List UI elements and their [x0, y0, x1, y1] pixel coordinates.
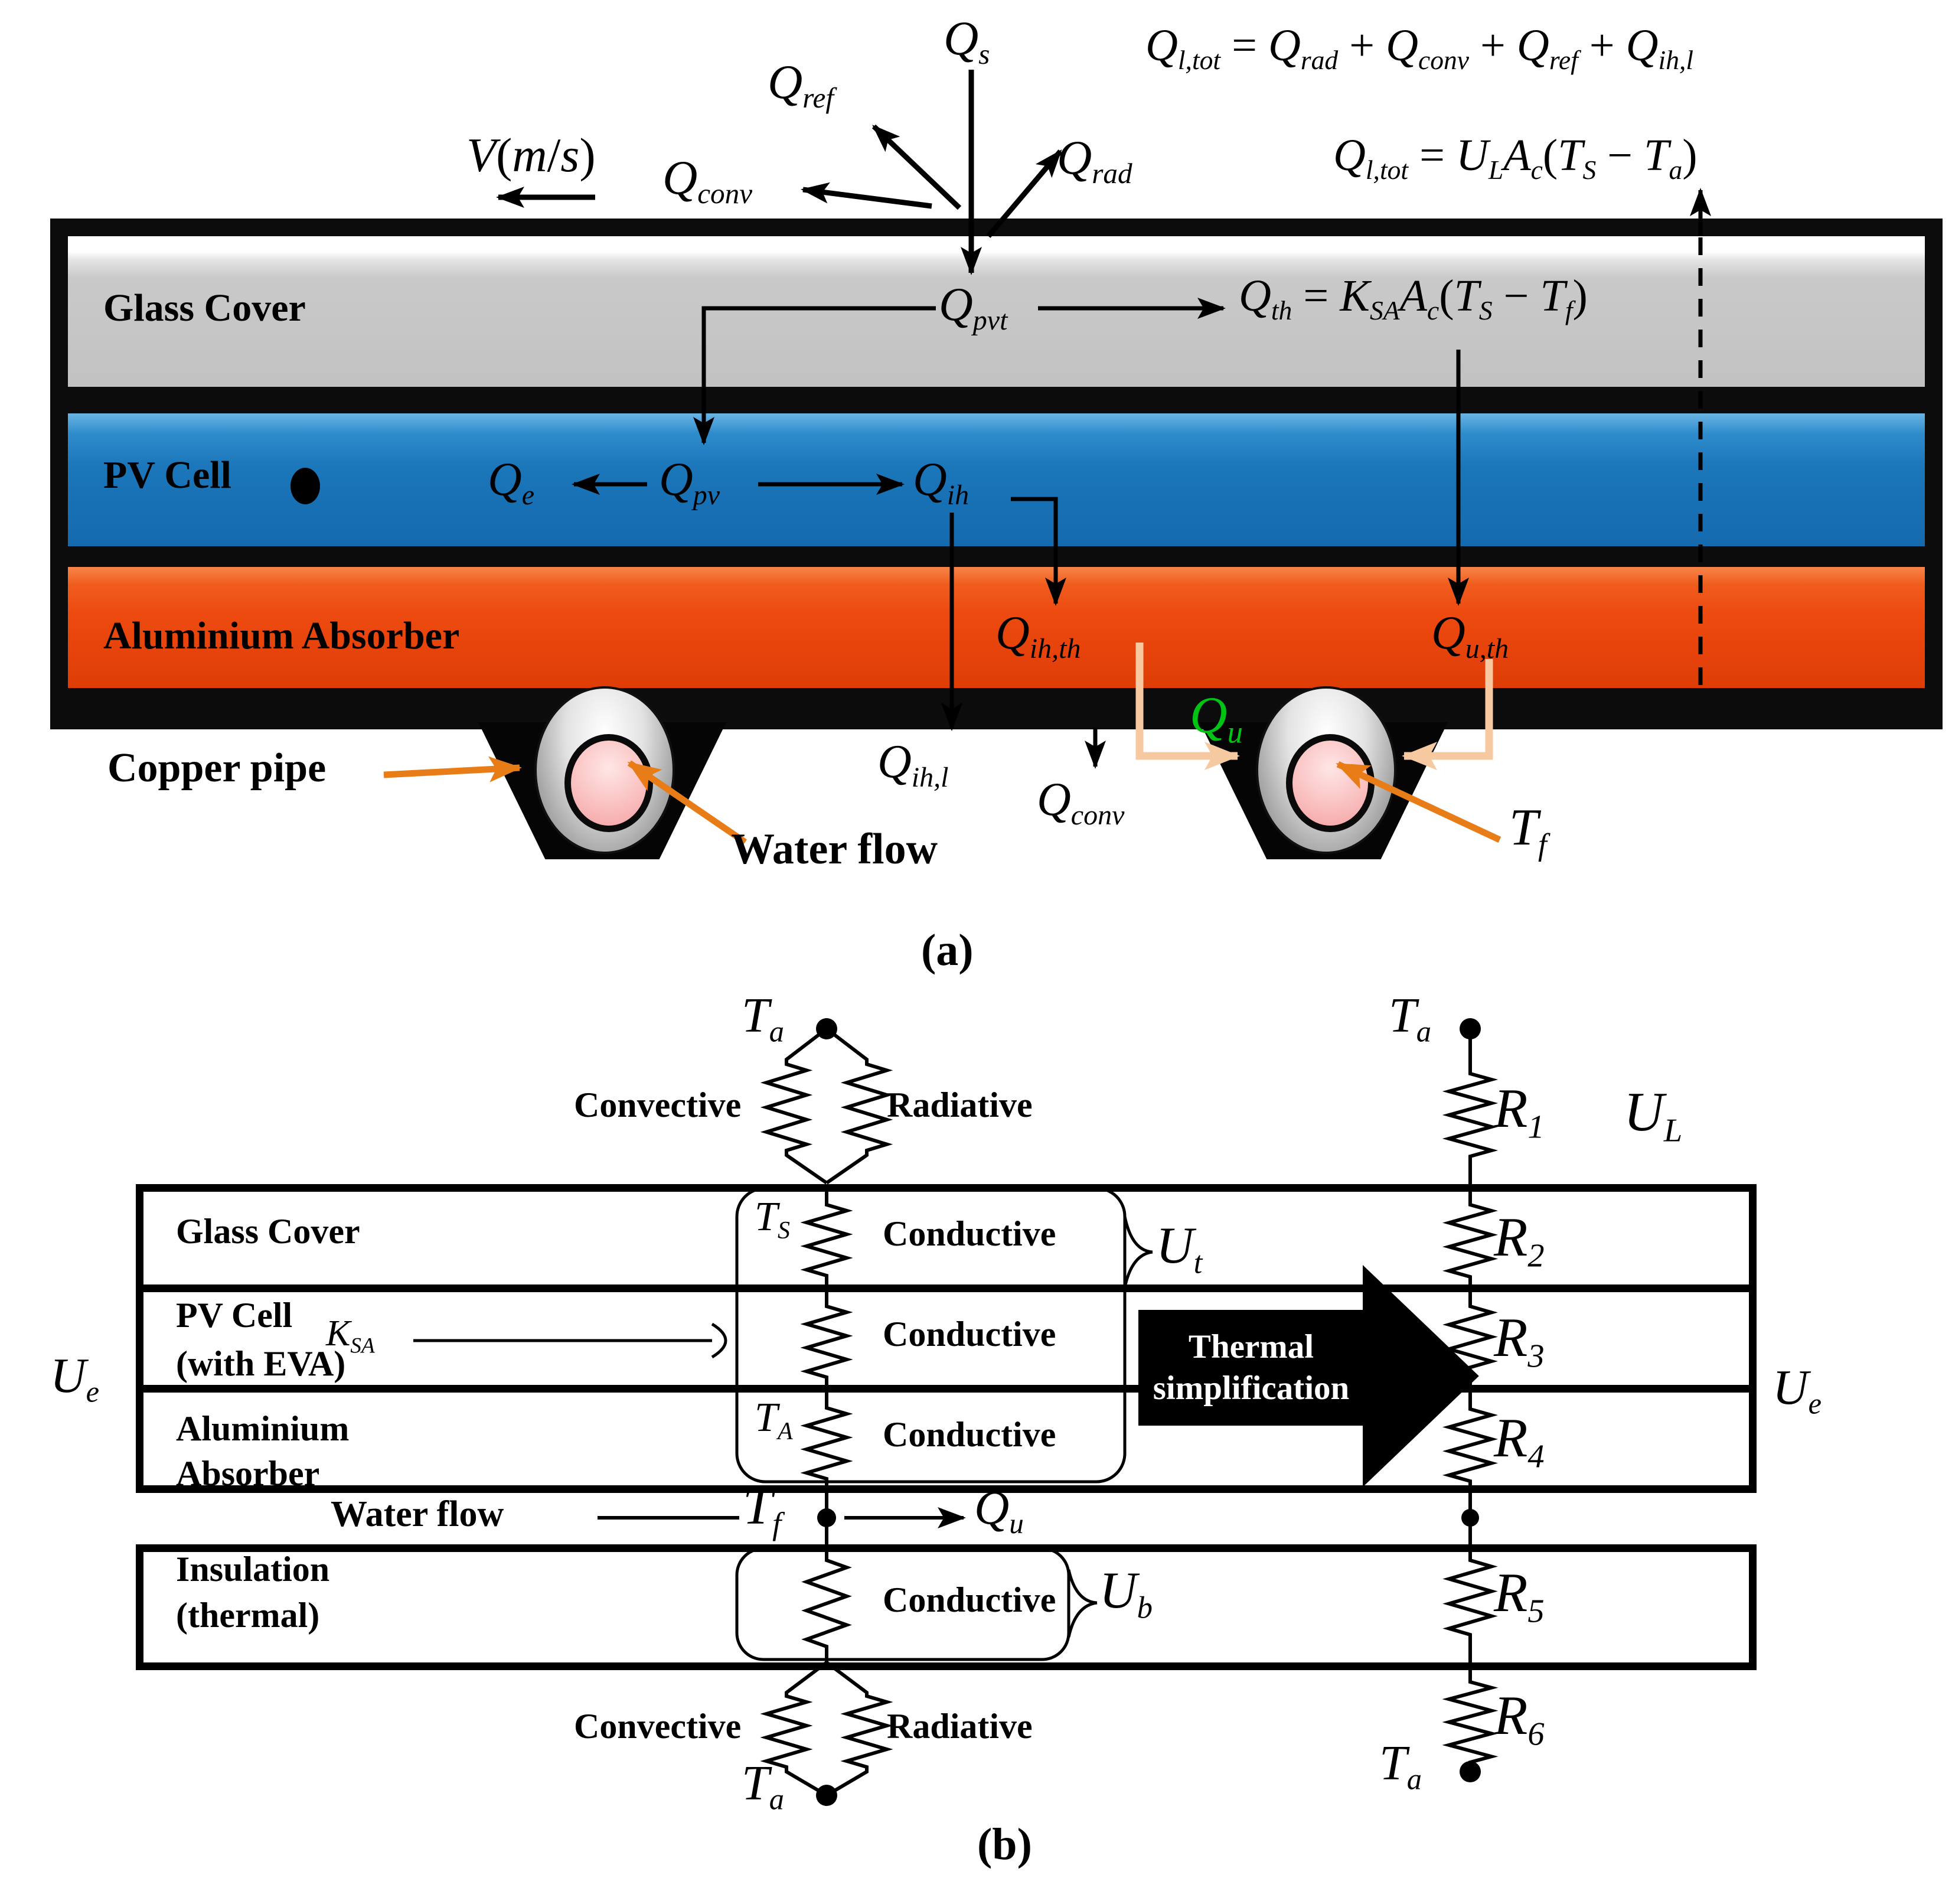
qconv-bottom-label: Qconv [1037, 774, 1125, 831]
tA-node-label: TA [755, 1395, 793, 1445]
glass-cover-label: Glass Cover [103, 286, 306, 330]
radiative-top-label: Radiative [887, 1085, 1033, 1124]
ta-bottom-left-node [816, 1785, 837, 1806]
row-glass-label: Glass Cover [176, 1212, 360, 1251]
ta-top-left-node [816, 1018, 837, 1039]
caption-a: (a) [921, 925, 974, 975]
convective-top-label: Convective [574, 1085, 742, 1124]
table-line-top [136, 1184, 1757, 1192]
qih-label: Qih [913, 454, 970, 511]
tf-node-label: Tf [743, 1477, 782, 1541]
thermal-simplification-arrow: Thermal simplification [1138, 1310, 1364, 1426]
central-conductive-chain [800, 1184, 853, 1662]
ta-bottom-left-label: Ta [742, 1756, 784, 1816]
qref-label: Qref [768, 55, 834, 115]
table-line-abs-bottom [136, 1485, 1757, 1493]
equation-loss-total: Ql,tot = Qrad + Qconv + Qref + Qih,l [1145, 21, 1694, 76]
simplified-chain [1442, 1029, 1499, 1772]
water-flow-label: Water flow [731, 825, 938, 873]
convective-bottom-label: Convective [574, 1707, 742, 1746]
tf-node [817, 1508, 836, 1527]
equation-loss-ul: Ql,tot = ULAc(TS − Ta) [1333, 131, 1698, 185]
table-border-left-ins [136, 1544, 143, 1670]
conductive-glass-label: Conductive [883, 1214, 1056, 1253]
qs-label: Qs [944, 11, 990, 71]
copper-pipe-arrow [383, 756, 522, 783]
ta-bottom-right-label: Ta [1379, 1736, 1422, 1796]
qe-label: Qe [488, 454, 535, 511]
qpvt-label: Qpvt [939, 279, 1008, 336]
row-pv-label2: (with EVA) [176, 1344, 346, 1383]
water-flow-label-b: Water flow [331, 1494, 504, 1534]
ta-bottom-right-node [1460, 1761, 1481, 1782]
qrad-label: Qrad [1057, 131, 1132, 190]
r1-label: R1 [1494, 1078, 1545, 1146]
aluminium-absorber-label: Aluminium Absorber [103, 614, 460, 657]
branch-bottom-right [825, 1661, 893, 1797]
tf-label-a: Tf [1509, 799, 1547, 862]
ub-label: Ub [1099, 1562, 1153, 1625]
equation-qth: Qth = KSAAc(TS − Tf) [1239, 271, 1588, 326]
table-border-right-ins [1749, 1544, 1757, 1670]
copper-pipe-label: Copper pipe [107, 745, 327, 791]
radiative-bottom-label: Radiative [887, 1707, 1033, 1746]
qconv-top-label: Qconv [662, 151, 753, 210]
ue-right-label: Ue [1773, 1360, 1822, 1420]
tf-junction-right-node [1461, 1509, 1479, 1527]
ksa-pointer-cusp [711, 1322, 727, 1359]
thermal-simplification-arrowhead [1363, 1265, 1479, 1487]
branch-top-right [825, 1027, 893, 1185]
qih-th-label: Qih,th [995, 607, 1081, 664]
table-line-pv-abs [136, 1385, 1757, 1393]
row-abs-label1: Aluminium [176, 1409, 350, 1448]
pv-cell-layer [68, 413, 1925, 546]
table-line-ins-top [136, 1544, 1757, 1552]
branch-top-left [760, 1027, 828, 1185]
row-abs-label2: Absorber [176, 1454, 320, 1493]
ul-label: UL [1624, 1081, 1683, 1149]
qu-label-b: Qu [974, 1481, 1024, 1540]
table-border-left-upper [136, 1184, 143, 1493]
conductive-pv-label: Conductive [883, 1315, 1056, 1354]
thermal-simplification-text2: simplification [1153, 1370, 1350, 1407]
conductive-abs-label: Conductive [883, 1415, 1056, 1454]
row-pv-label1: PV Cell [176, 1296, 293, 1335]
pv-cell-label: PV Cell [103, 454, 231, 497]
r4-label: R4 [1494, 1407, 1545, 1475]
qu-label: Qu [1190, 687, 1243, 750]
table-line-glass-pv [136, 1284, 1757, 1292]
wind-speed-label: V(m/s) [466, 128, 596, 182]
water-flow-right [1286, 734, 1375, 832]
ut-label: Ut [1156, 1217, 1203, 1280]
water-flow-left [564, 734, 653, 832]
qu-th-label: Qu,th [1431, 607, 1509, 664]
table-border-right-upper [1749, 1184, 1757, 1493]
r2-label: R2 [1494, 1207, 1545, 1274]
r5-label: R5 [1494, 1562, 1545, 1630]
ue-left-label: Ue [50, 1348, 100, 1409]
ts-node-label: TS [755, 1194, 790, 1244]
qref-arrow [871, 124, 962, 210]
pv-cell-bullet [290, 468, 320, 504]
row-ins-label1: Insulation [176, 1550, 330, 1589]
qconv-top-arrow [801, 182, 932, 209]
table-line-ins-bottom [136, 1662, 1757, 1670]
r6-label: R6 [1494, 1685, 1545, 1753]
qpv-label: Qpv [659, 454, 720, 511]
r3-label: R3 [1494, 1307, 1545, 1375]
ub-pointer-cusp [1067, 1569, 1098, 1638]
glass-cover-layer [68, 236, 1925, 387]
ta-top-right-node [1460, 1018, 1481, 1039]
caption-b: (b) [977, 1820, 1032, 1869]
ta-top-left-label: Ta [742, 988, 784, 1048]
row-ins-label2: (thermal) [176, 1596, 320, 1635]
qih-l-label: Qih,l [877, 736, 949, 793]
ta-top-right-label: Ta [1389, 988, 1431, 1048]
aluminium-absorber-layer [68, 567, 1925, 688]
ksa-label: KSA [326, 1313, 375, 1358]
ut-pointer-cusp [1123, 1216, 1153, 1288]
thermal-simplification-text1: Thermal [1188, 1328, 1314, 1366]
conductive-ins-label: Conductive [883, 1580, 1056, 1619]
